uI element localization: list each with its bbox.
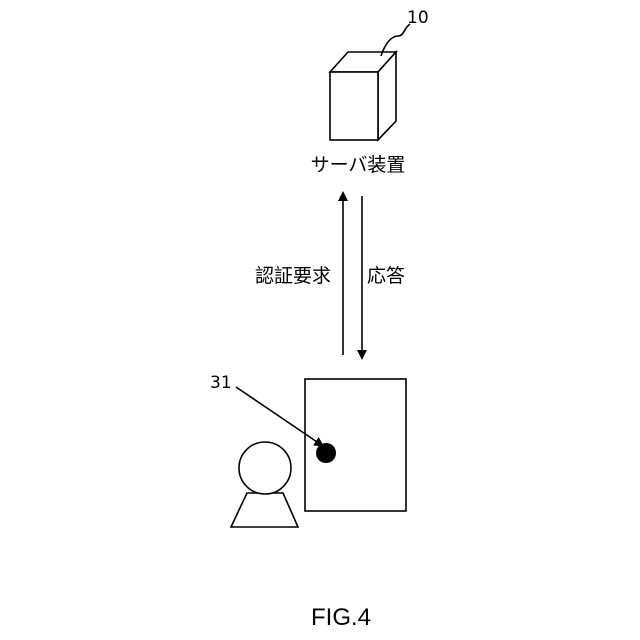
- response-label: 応答: [367, 265, 405, 287]
- user-body: [231, 493, 298, 527]
- server-label: サーバ装置: [311, 154, 406, 176]
- figure-caption: FIG.4: [311, 604, 371, 631]
- user-head: [239, 442, 291, 494]
- server-ref-number: 10: [407, 8, 429, 28]
- user-figure: [231, 442, 298, 527]
- server-device: 10 サーバ装置: [311, 8, 429, 176]
- communication-arrows: 認証要求 応答: [255, 196, 405, 355]
- camera-dot: [316, 443, 336, 463]
- request-label: 認証要求: [255, 265, 331, 287]
- terminal-ref-number: 31: [210, 373, 232, 393]
- terminal-device: 31: [210, 373, 406, 511]
- server-box-front: [330, 72, 378, 140]
